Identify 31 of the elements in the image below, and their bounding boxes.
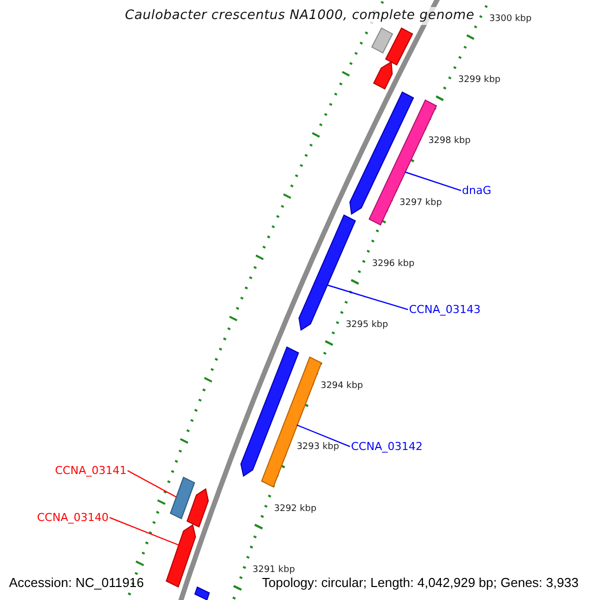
leader-line <box>109 517 179 546</box>
gene-label: CCNA_03140 <box>37 511 109 524</box>
leader-line <box>296 424 350 448</box>
tick-label: 3297 kbp <box>400 198 442 208</box>
genome-info-text: Topology: circular; Length: 4,042,929 bp; Genes: 3,933 <box>262 575 579 591</box>
gene-bar <box>194 586 210 600</box>
gene-bar <box>373 61 393 90</box>
tick-label: 3294 kbp <box>320 381 363 392</box>
tick-label: 3291 kbp <box>252 564 295 576</box>
gene-bar <box>240 346 300 477</box>
tick-label: 3293 kbp <box>296 442 340 454</box>
accession-text: Accession: NC_011916 <box>9 575 144 591</box>
gene-bar <box>170 476 196 520</box>
gene-label: CCNA_03142 <box>351 440 423 454</box>
gene-bar <box>385 27 414 66</box>
gene-bar <box>260 356 322 488</box>
tick-label: 3292 kbp <box>274 504 316 514</box>
gene-label: dnaG <box>462 184 492 198</box>
tick-label: 3295 kbp <box>346 320 388 331</box>
gene-label: CCNA_03141 <box>55 464 127 478</box>
gene-bar <box>186 488 209 528</box>
leader-line <box>326 284 408 310</box>
tick-label: 3300 kbp <box>489 14 532 25</box>
tick-label: 3296 kbp <box>372 258 414 270</box>
gene-bar <box>166 524 196 588</box>
gene-bar <box>371 27 394 54</box>
tick-label: 3298 kbp <box>428 136 471 148</box>
tick-label: 3299 kbp <box>458 75 500 86</box>
leader-line <box>404 171 462 192</box>
leader-line <box>127 470 176 498</box>
gene-label: CCNA_03143 <box>409 303 481 316</box>
